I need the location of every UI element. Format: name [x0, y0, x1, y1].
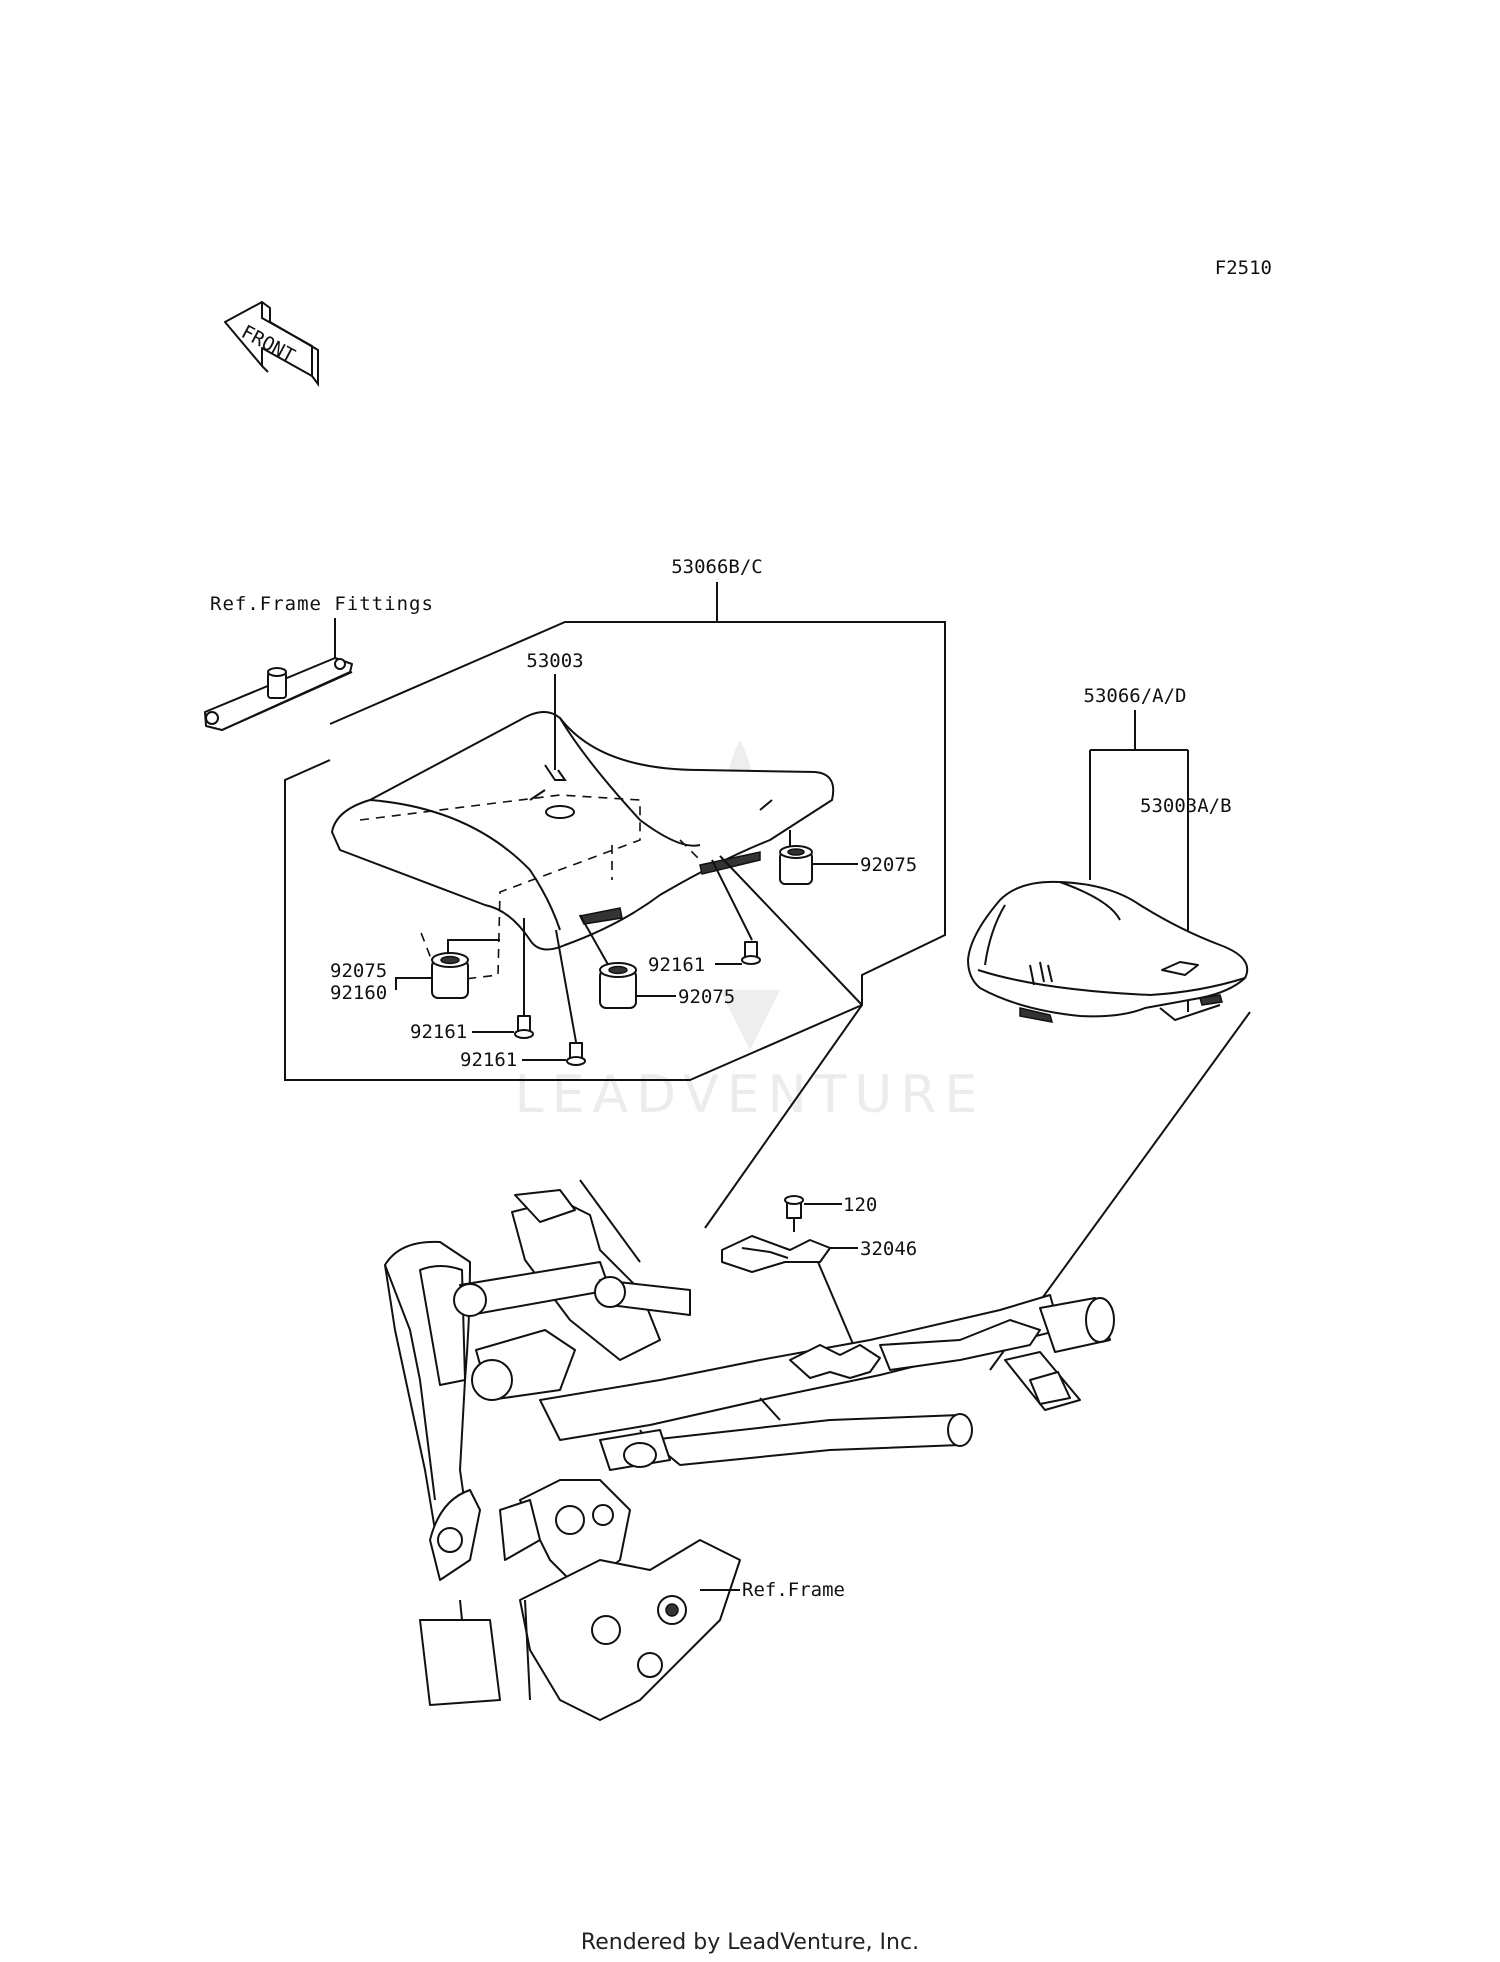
label-92075-mid: 92075 [678, 986, 735, 1008]
watermark: LEADVENTURE [515, 740, 986, 1125]
label-92075-left: 92075 [330, 960, 387, 982]
label-53003: 53003 [526, 650, 583, 672]
bracket-32046-part [721, 1235, 858, 1273]
label-ref-frame-fittings: Ref.Frame Fittings [210, 593, 434, 615]
footer-credit: Rendered by LeadVenture, Inc. [580, 1930, 920, 1955]
label-ref-frame: Ref.Frame [742, 1579, 845, 1601]
bolt-120-part [784, 1195, 842, 1232]
label-92161-left-b: 92161 [460, 1049, 517, 1071]
damper-left-part [395, 939, 500, 999]
label-92161-left-a: 92161 [410, 1021, 467, 1043]
bolt-right-part [711, 859, 761, 965]
damper-right-part [779, 830, 858, 885]
label-120: 120 [843, 1194, 877, 1216]
label-53066ad: 53066/A/D [1084, 685, 1187, 707]
seat-assembly-outline [284, 582, 946, 1081]
front-arrow-icon: FRONT [224, 301, 319, 387]
bolt-left-a-part [472, 918, 534, 1039]
frame-fitting-part [204, 618, 353, 731]
watermark-text: LEADVENTURE [515, 1065, 986, 1125]
label-53003ab: 53003A/B [1140, 795, 1232, 817]
label-32046: 32046 [860, 1238, 917, 1260]
front-seat-part [331, 711, 835, 983]
rear-seat-part [967, 880, 1249, 1023]
figure-id: F2510 [1215, 257, 1272, 279]
label-92075-right: 92075 [860, 854, 917, 876]
label-53066bc: 53066B/C [671, 556, 763, 578]
label-92161-right: 92161 [648, 954, 705, 976]
label-92160-left: 92160 [330, 982, 387, 1004]
frame-part [384, 1179, 1115, 1721]
bolt-left-b-part [522, 929, 586, 1066]
damper-mid-part [579, 914, 676, 1009]
